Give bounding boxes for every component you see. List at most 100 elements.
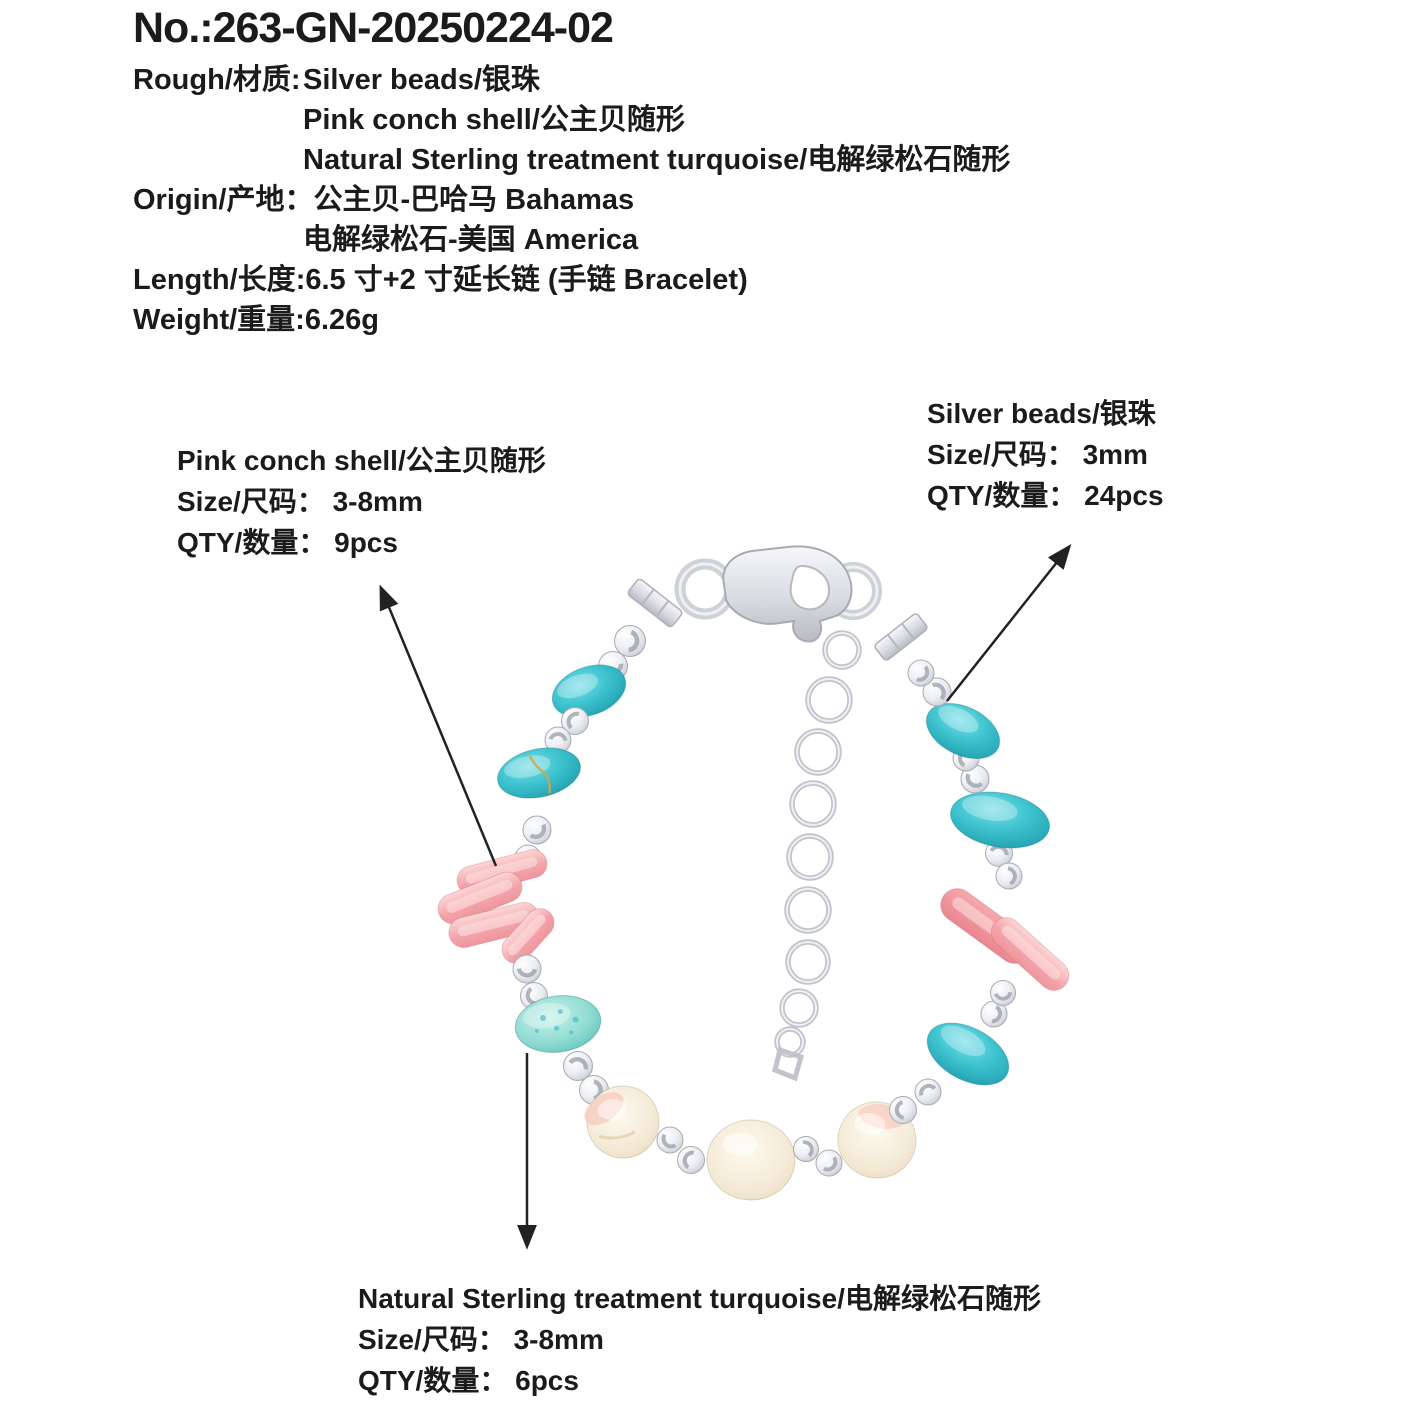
clasp-right-ring (824, 562, 882, 620)
spec-row-rough: Rough/材质: Silver beads/银珠 (133, 60, 1010, 100)
clasp-right-ring-highlight (827, 565, 879, 617)
turquoise-bead (925, 702, 1001, 760)
lobster-clasp (674, 545, 882, 643)
spec-label (133, 100, 303, 140)
silver-bead (520, 982, 548, 1010)
annotation-arrows (379, 544, 1072, 1250)
spec-value: Silver beads/银珠 (303, 64, 540, 96)
spec-sheet: No.:263-GN-20250224-02 Rough/材质: Silver … (133, 4, 1010, 340)
pink-shell-chip (456, 849, 548, 895)
pink-shell-chip (990, 917, 1070, 991)
annotation-qty: QTY/数量： 6pcs (358, 1365, 579, 1396)
chain-link-highlight (807, 678, 851, 722)
cream-shell-bead (584, 1085, 660, 1159)
annotation-silver-beads: Silver beads/银珠 Size/尺码： 3mm QTY/数量： 24p… (927, 393, 1164, 516)
spec-row-origin: Origin/产地： 公主贝-巴哈马 Bahamas (133, 180, 1010, 220)
chain-link-highlight (824, 632, 860, 668)
chain-link (784, 886, 832, 934)
spec-label: Origin/产地： (133, 184, 314, 216)
cream-shell-bead (706, 1119, 796, 1201)
silver-bead (995, 862, 1023, 890)
silver-bead (579, 1075, 609, 1105)
annotation-size: Size/尺码： 3-8mm (358, 1324, 604, 1355)
silver-bead (914, 1078, 942, 1106)
silver-tube-bead (627, 578, 683, 628)
silver-bead (677, 1146, 705, 1174)
silver-bead (544, 726, 572, 754)
annotation-turquoise: Natural Sterling treatment turquoise/电解绿… (358, 1278, 1041, 1401)
silver-bead (514, 844, 542, 872)
annotation-title: Natural Sterling treatment turquoise/电解绿… (358, 1283, 1041, 1314)
annotation-title: Pink conch shell/公主贝随形 (177, 445, 546, 476)
pink-shell-chip (448, 902, 540, 948)
annotation-size: Size/尺码： 3mm (927, 439, 1148, 470)
silver-bead (656, 1126, 684, 1154)
product-number: No.:263-GN-20250224-02 (133, 4, 614, 52)
spec-row-origin-2: 电解绿松石-美国 America (133, 220, 1010, 260)
spec-row-material-2: Pink conch shell/公主贝随形 (133, 100, 1010, 140)
silver-bead (952, 744, 980, 772)
spec-value: 6.5 寸+2 寸延长链 (手链 Bracelet) (305, 264, 748, 296)
chain-link-highlight (791, 782, 835, 826)
annotation-title: Silver beads/银珠 (927, 398, 1156, 429)
clasp-left-ring-highlight (678, 562, 732, 616)
spec-value: 6.26g (304, 304, 380, 336)
silver-bead (815, 1149, 843, 1177)
chain-link (805, 676, 853, 724)
chain-link-highlight (796, 730, 840, 774)
spec-label: Length/长度: (133, 264, 306, 296)
annotation-qty: QTY/数量： 9pcs (177, 527, 398, 558)
silver-bead (960, 764, 990, 794)
silver-bead (512, 954, 542, 984)
clasp-claw-opening (789, 564, 831, 611)
silver-bead (522, 815, 552, 845)
chain-link-highlight (781, 990, 817, 1026)
chain-link (785, 939, 831, 985)
chain-link-highlight (787, 941, 829, 983)
turquoise-bead (926, 1022, 1010, 1086)
silver-bead (563, 1051, 593, 1081)
spec-row-length: Length/长度: 6.5 寸+2 寸延长链 (手链 Bracelet) (133, 260, 1010, 300)
annotation-arrow (379, 584, 498, 867)
turquoise-bead (551, 664, 627, 718)
silver-bead (598, 651, 628, 681)
spec-row-weight: Weight/重量: 6.26g (133, 300, 1010, 340)
clasp-left-ring (674, 558, 736, 620)
chain-link-highlight (786, 888, 830, 932)
silver-bead (889, 1096, 917, 1124)
cream-shell-bead (837, 1101, 917, 1179)
spec-label: Rough/材质: (133, 64, 301, 96)
chain-link (786, 833, 834, 881)
turquoise-bead (950, 791, 1050, 849)
chain-link-highlight (788, 835, 832, 879)
silver-bead (990, 980, 1016, 1006)
annotation-size: Size/尺码： 3-8mm (177, 486, 423, 517)
spec-label (133, 140, 303, 180)
silver-bead (907, 659, 935, 687)
pink-shell-chip (501, 908, 555, 964)
silver-bead (793, 1136, 819, 1162)
spec-label (133, 220, 303, 260)
spec-value: 电解绿松石-美国 America (303, 224, 639, 256)
chain-link (794, 728, 842, 776)
spec-value: Natural Sterling treatment turquoise/电解绿… (303, 144, 1011, 176)
chain-link-highlight (776, 1028, 804, 1056)
silver-bead (985, 839, 1013, 867)
annotation-pink-conch: Pink conch shell/公主贝随形 Size/尺码： 3-8mm QT… (177, 440, 546, 563)
silver-tube-bead (874, 613, 928, 661)
spec-value: Pink conch shell/公主贝随形 (303, 104, 685, 136)
aqua-turquoise-nugget (514, 995, 602, 1053)
pink-shell-chip (940, 888, 1032, 964)
silver-bead (614, 625, 646, 657)
silver-bead (922, 677, 952, 707)
silver-bead (561, 707, 589, 735)
silver-bead (980, 1000, 1008, 1028)
chain-link (822, 630, 862, 670)
bracelet-beads (437, 578, 1070, 1201)
chain-link (779, 988, 819, 1028)
turquoise-bead (497, 747, 581, 799)
chain-link (774, 1026, 806, 1058)
pink-shell-chip (437, 871, 523, 925)
spec-value: 公主贝-巴哈马 Bahamas (313, 184, 635, 216)
